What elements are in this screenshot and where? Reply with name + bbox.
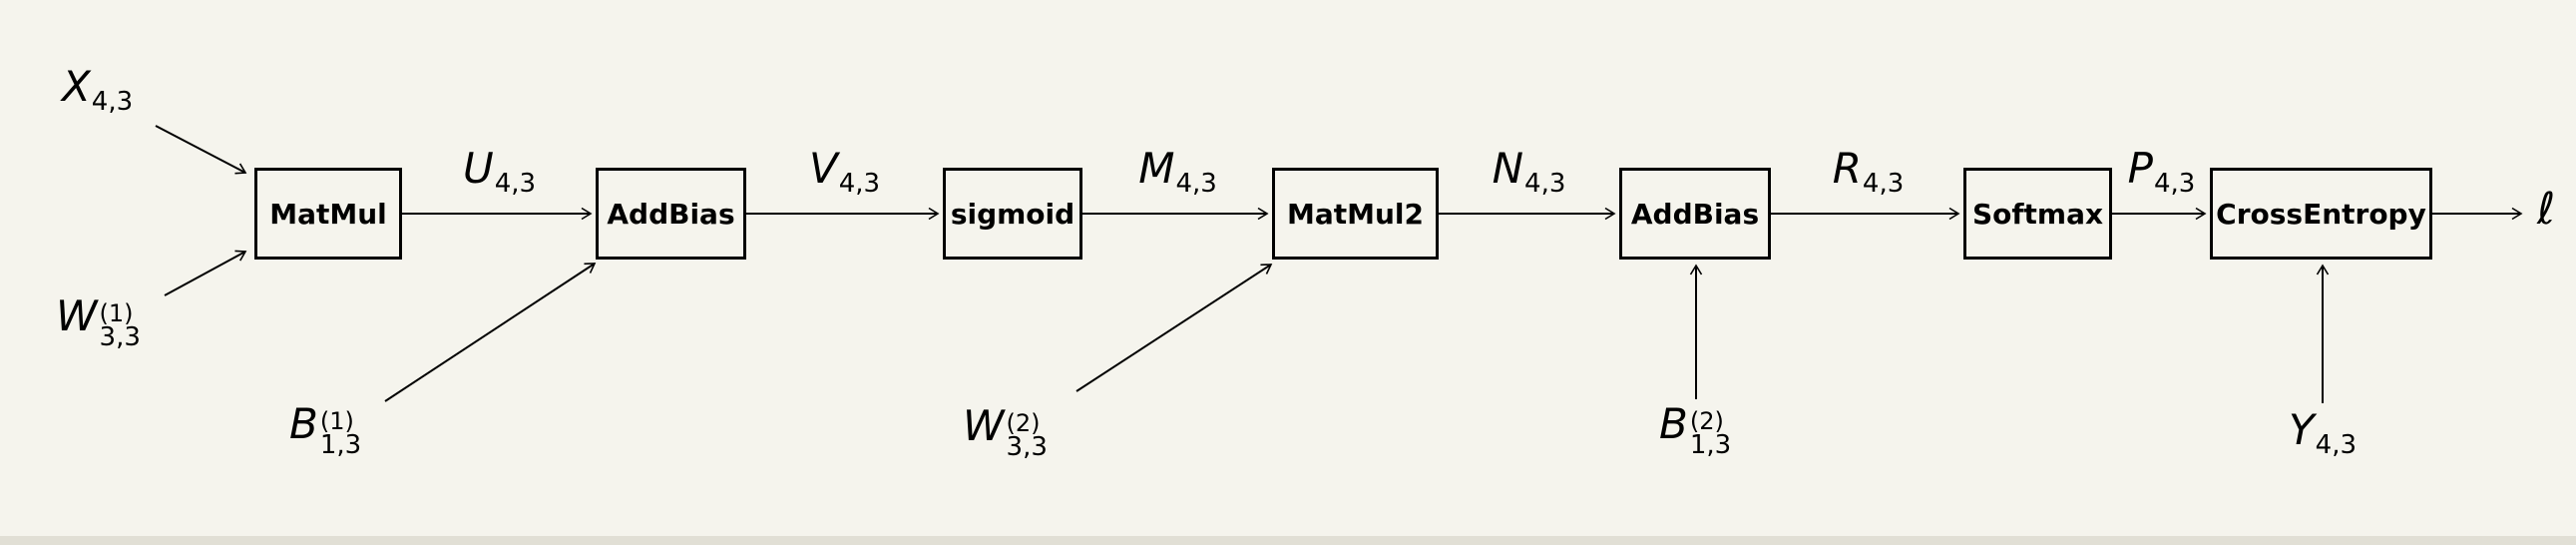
math-superscript: (1) xyxy=(99,298,134,327)
node-matmul1: MatMul xyxy=(254,168,402,260)
edge-b1-addbias1 xyxy=(384,263,597,402)
math-base: B xyxy=(1659,399,1688,448)
math-base: W xyxy=(963,401,1005,450)
input-label-w2: W(2)3,3 xyxy=(963,405,1048,462)
math-superscript: (2) xyxy=(1006,408,1041,437)
edge-label-r: R4,3 xyxy=(1833,148,1905,198)
edge-label-v: V4,3 xyxy=(809,148,880,198)
edge-label-n: N4,3 xyxy=(1493,148,1566,198)
math-subscript: 4,3 xyxy=(91,87,134,117)
math-subscript: 1,3 xyxy=(1689,429,1732,460)
math-subscript: 1,3 xyxy=(319,429,362,460)
math-subscript: 4,3 xyxy=(2315,430,2358,460)
node-addbias1: AddBias xyxy=(596,168,746,260)
math-subscript: 3,3 xyxy=(99,321,141,352)
math-scripts: (1)1,3 xyxy=(319,406,362,460)
node-matmul2: MatMul2 xyxy=(1272,168,1439,260)
math-superscript: (1) xyxy=(319,406,354,435)
math-base: X xyxy=(62,62,91,111)
math-base: Y xyxy=(2289,405,2315,454)
node-softmax: Softmax xyxy=(1963,168,2112,260)
math-base: R xyxy=(1832,144,1862,193)
math-scripts: (2)1,3 xyxy=(1689,406,1732,460)
math-base: U xyxy=(462,144,494,193)
loss-symbol: ℓ xyxy=(2537,184,2556,235)
edge-w2-matmul2 xyxy=(1075,264,1273,392)
math-superscript: (2) xyxy=(1689,406,1724,435)
math-subscript: 4,3 xyxy=(2153,169,2196,199)
input-label-x: X4,3 xyxy=(62,66,133,116)
math-base: M xyxy=(1138,144,1175,193)
math-base: W xyxy=(56,291,98,340)
math-base: P xyxy=(2127,144,2153,193)
node-sigmoid: sigmoid xyxy=(943,168,1082,260)
math-subscript: 4,3 xyxy=(1524,169,1566,199)
math-subscript: 4,3 xyxy=(1175,169,1217,199)
output-label-loss: ℓ xyxy=(2537,188,2555,232)
edge-label-p: P4,3 xyxy=(2128,148,2196,198)
edge-w1-matmul1 xyxy=(164,250,247,296)
math-subscript: 4,3 xyxy=(494,169,537,199)
math-subscript: 3,3 xyxy=(1006,431,1048,462)
edge-label-m: M4,3 xyxy=(1138,148,1217,198)
edge-x-matmul1 xyxy=(155,125,247,175)
input-label-b1: B(1)1,3 xyxy=(289,403,362,460)
input-label-w1: W(1)3,3 xyxy=(56,295,141,352)
math-scripts: (2)3,3 xyxy=(1006,408,1048,462)
math-base: B xyxy=(289,399,318,448)
bottom-strip xyxy=(0,536,2576,545)
input-label-b2: B(2)1,3 xyxy=(1659,403,1732,460)
node-crossentropy: CrossEntropy xyxy=(2210,168,2432,260)
input-label-y: Y4,3 xyxy=(2289,409,2357,459)
math-base: N xyxy=(1492,144,1524,193)
math-subscript: 4,3 xyxy=(838,169,881,199)
math-subscript: 4,3 xyxy=(1862,169,1905,199)
math-base: V xyxy=(808,144,838,193)
math-scripts: (1)3,3 xyxy=(99,298,141,352)
node-addbias2: AddBias xyxy=(1619,168,1771,260)
edge-label-u: U4,3 xyxy=(463,148,536,198)
